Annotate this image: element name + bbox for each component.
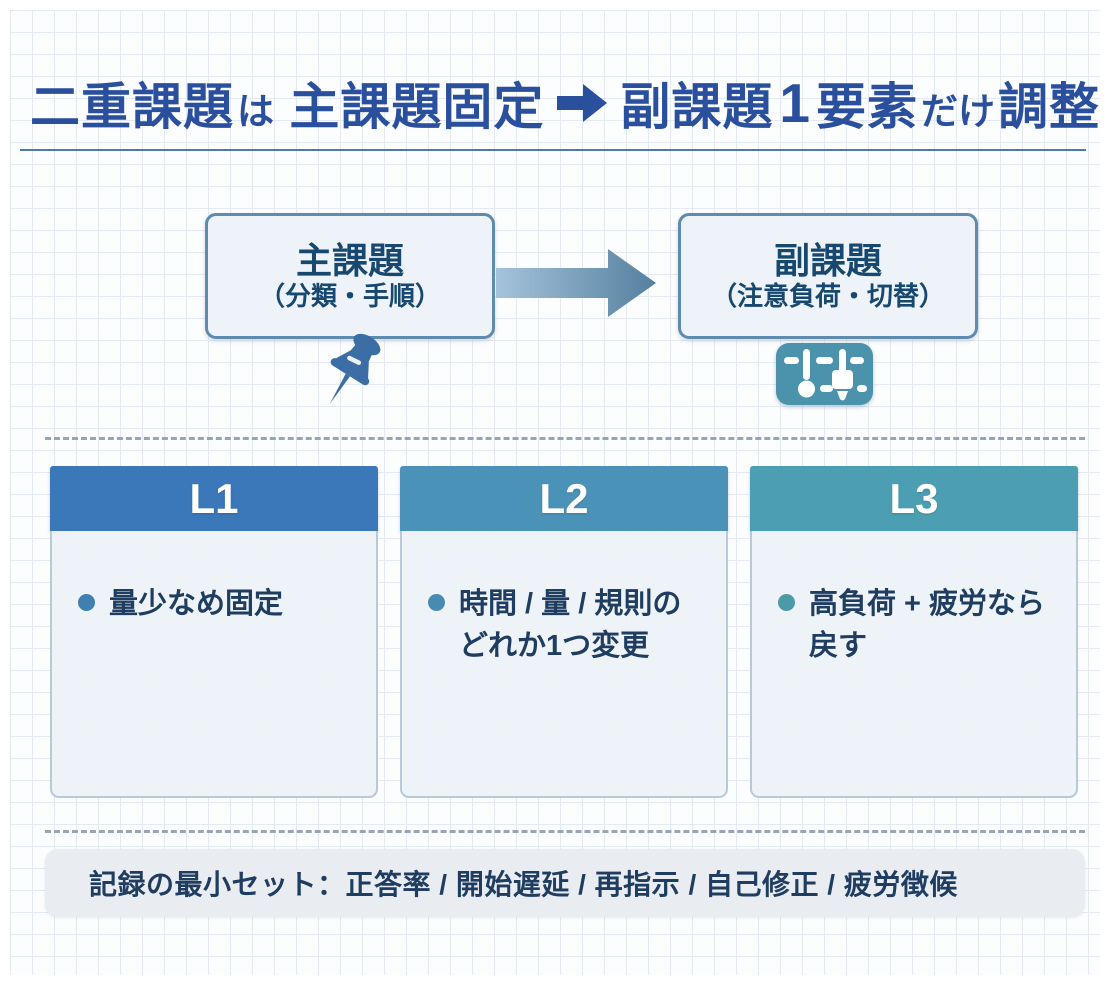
level-item-text: 高負荷 + 疲労なら 戻す bbox=[809, 588, 1046, 663]
level-body-l1: 量少なめ固定 bbox=[50, 531, 378, 798]
grid-paper-background: 二重課題 は 主課題固定 副課題 1 要素 だけ 調整 主課題 （分類・手順） … bbox=[10, 10, 1100, 975]
levels-section: L1 量少なめ固定 L2 時間 / 量 / 規則の どれか1つ変更 bbox=[50, 466, 1078, 798]
footer-text: 記録の最小セット：正答率 / 開始遅延 / 再指示 / 自己修正 / 疲労徴候 bbox=[89, 869, 958, 900]
main-task-box: 主課題 （分類・手順） bbox=[205, 213, 495, 339]
list-item: 高負荷 + 疲労なら 戻す bbox=[778, 583, 1056, 667]
title-segment: は bbox=[237, 91, 274, 132]
dashed-divider-bottom bbox=[45, 830, 1085, 833]
flow-right-arrow-icon bbox=[496, 249, 656, 317]
sub-task-box: 副課題 （注意負荷・切替） bbox=[678, 213, 978, 339]
title-underline bbox=[20, 149, 1086, 151]
footer-note: 記録の最小セット：正答率 / 開始遅延 / 再指示 / 自己修正 / 疲労徴候 bbox=[45, 849, 1085, 917]
bullet-icon bbox=[428, 594, 445, 611]
bullet-icon bbox=[778, 594, 795, 611]
level-header-l3: L3 bbox=[750, 466, 1078, 531]
level-body-l2: 時間 / 量 / 規則の どれか1つ変更 bbox=[400, 531, 728, 798]
dashed-divider-top bbox=[45, 437, 1085, 440]
level-header-l2: L2 bbox=[400, 466, 728, 531]
level-label: L1 bbox=[189, 474, 239, 522]
sub-task-title: 副課題 bbox=[773, 239, 882, 281]
list-item: 時間 / 量 / 規則の どれか1つ変更 bbox=[428, 583, 706, 667]
title-segment: 調整 bbox=[998, 79, 1100, 135]
level-body-l3: 高負荷 + 疲労なら 戻す bbox=[750, 531, 1078, 798]
level-item-text: 時間 / 量 / 規則の どれか1つ変更 bbox=[459, 588, 682, 663]
level-column-l1: L1 量少なめ固定 bbox=[50, 466, 378, 798]
level-column-l2: L2 時間 / 量 / 規則の どれか1つ変更 bbox=[400, 466, 728, 798]
level-column-l3: L3 高負荷 + 疲労なら 戻す bbox=[750, 466, 1078, 798]
main-task-subtitle: （分類・手順） bbox=[258, 281, 441, 312]
main-task-title: 主課題 bbox=[295, 239, 404, 281]
list-item: 量少なめ固定 bbox=[78, 583, 356, 625]
sliders-icon bbox=[776, 343, 873, 405]
pushpin-icon bbox=[329, 333, 381, 404]
page-title: 二重課題 は 主課題固定 副課題 1 要素 だけ 調整 bbox=[30, 70, 1100, 136]
title-segment: 主課題固定 bbox=[289, 79, 545, 135]
title-segment: 副課題 bbox=[620, 79, 774, 135]
bullet-icon bbox=[78, 594, 95, 611]
level-item-text: 量少なめ固定 bbox=[109, 588, 284, 620]
sub-task-subtitle: （注意負荷・切替） bbox=[710, 281, 945, 312]
title-segment: 1 bbox=[779, 72, 810, 134]
level-header-l1: L1 bbox=[50, 466, 378, 531]
level-label: L2 bbox=[539, 474, 589, 522]
sliders-glyph bbox=[784, 349, 867, 401]
title-segment: 二重課題 bbox=[30, 79, 234, 135]
title-segment: だけ bbox=[921, 91, 995, 132]
title-segment: 要素 bbox=[816, 79, 918, 135]
level-label: L3 bbox=[889, 474, 939, 522]
title-arrow-icon bbox=[557, 84, 608, 122]
